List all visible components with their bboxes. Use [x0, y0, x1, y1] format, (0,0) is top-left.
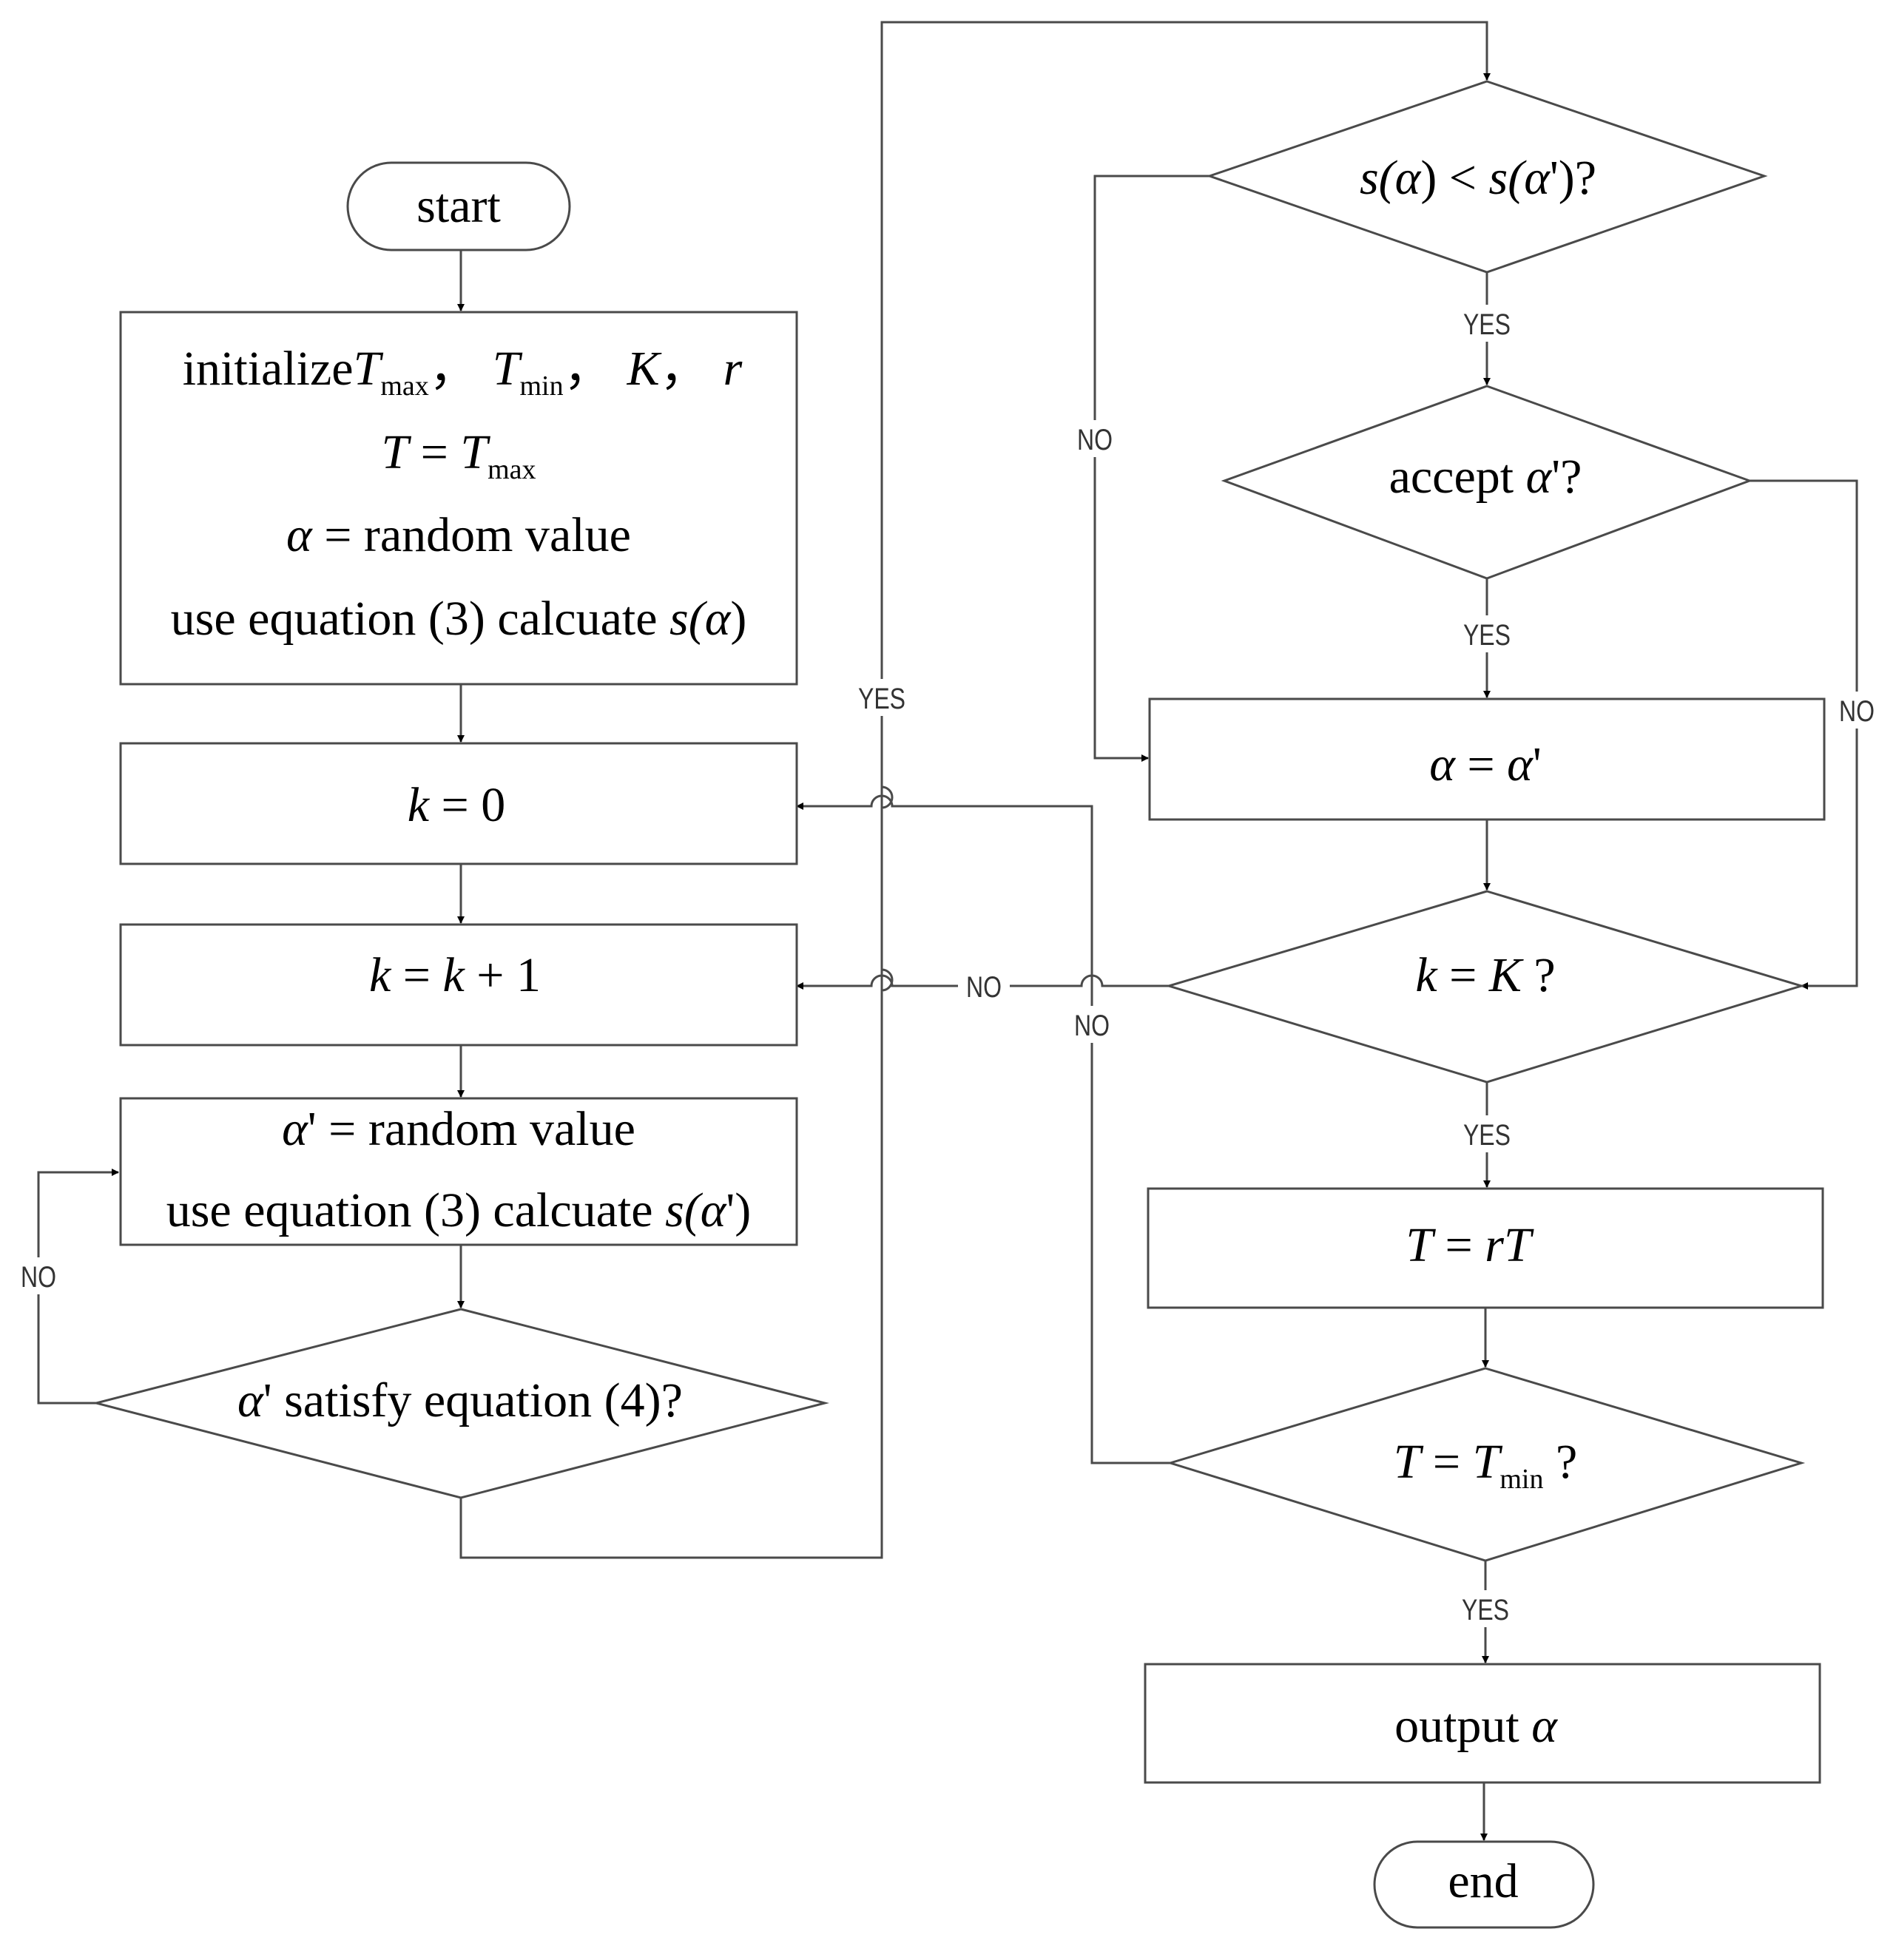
label-yes-Tmin: YES: [1462, 1593, 1509, 1626]
label-no-compare: NO: [1077, 423, 1113, 456]
k1-box: [119, 923, 798, 1047]
compare-diamond: [1206, 80, 1768, 274]
label-yes-accept: YES: [1463, 618, 1511, 652]
k0-box: [119, 742, 798, 865]
label-yes-compare: YES: [1463, 308, 1511, 341]
label-bg-yes-Tmin: [1452, 1590, 1519, 1627]
label-bg-yes-kK: [1454, 1115, 1520, 1152]
k1-label: k = k + 1: [369, 948, 541, 1002]
satisfy-label: α' satisfy equation (4)?: [237, 1373, 683, 1427]
label-bg-yes-compare: [1454, 305, 1520, 342]
init-line-2: T = Tmax: [381, 425, 536, 485]
Tmin-diamond: [1166, 1367, 1806, 1562]
assign-label: α = α': [1429, 737, 1541, 791]
accept-label: accept α'?: [1389, 450, 1582, 504]
label-no-satisfy: NO: [21, 1260, 56, 1294]
init-line-1: initializeTmax，Tmin，K，r: [183, 342, 743, 402]
kK-diamond: [1164, 890, 1806, 1084]
branch-labels: YES YES YES YES YES NO NO NO NO NO: [13, 305, 1883, 1627]
alphap-line-1: α' = random value: [282, 1102, 635, 1156]
label-bg-no-kK: [958, 969, 1010, 1003]
label-bg-yes-accept: [1454, 615, 1520, 652]
label-bg-no-accept: [1831, 692, 1883, 729]
arrow-satisfy-yes-to-compare: [459, 21, 1491, 1559]
label-no-Tmin: NO: [1074, 1009, 1110, 1042]
init-box: [119, 311, 798, 686]
start-label: start: [416, 179, 501, 233]
label-no-accept: NO: [1839, 695, 1875, 728]
init-line-4: use equation (3) calcuate s(α): [171, 592, 747, 646]
shapes: [92, 80, 1826, 1929]
arrow-compare-no-to-assign: [1093, 175, 1210, 762]
output-box: [1144, 1663, 1821, 1784]
node-texts: start initializeTmax，Tmin，K，r T = Tmax α…: [166, 151, 1596, 1908]
init-line-3: α = random value: [286, 508, 631, 562]
label-bg-no-satisfy: [13, 1257, 64, 1294]
k0-label: k = 0: [408, 778, 506, 832]
rT-label: T = rT: [1406, 1218, 1534, 1272]
arrow-kK-no-to-k1: [796, 974, 1169, 990]
alphap-box: [119, 1097, 798, 1246]
accept-diamond: [1221, 385, 1753, 580]
arrow-Tmin-no-to-k0: [796, 794, 1170, 1464]
label-yes-loop: YES: [858, 682, 905, 715]
alphap-line-2: use equation (3) calcuate s(α'): [166, 1183, 752, 1237]
satisfy-diamond: [92, 1308, 829, 1499]
start-terminal: [346, 161, 571, 251]
assign-box: [1148, 697, 1826, 821]
end-label: end: [1448, 1854, 1518, 1908]
rT-box: [1147, 1187, 1824, 1309]
label-yes-kK: YES: [1463, 1118, 1511, 1152]
label-bg-yes-loop: [849, 679, 915, 716]
kK-label: k = K ?: [1415, 948, 1555, 1002]
Tmin-label: T = Tmin ?: [1394, 1435, 1578, 1495]
label-bg-no-compare: [1069, 420, 1121, 457]
end-terminal: [1373, 1840, 1595, 1929]
compare-label: s(α) < s(α')?: [1360, 151, 1596, 205]
label-no-kK: NO: [966, 970, 1002, 1004]
output-label: output α: [1394, 1699, 1558, 1753]
arrow-accept-no-to-kK: [1750, 479, 1858, 990]
label-bg-no-Tmin: [1066, 1006, 1118, 1043]
